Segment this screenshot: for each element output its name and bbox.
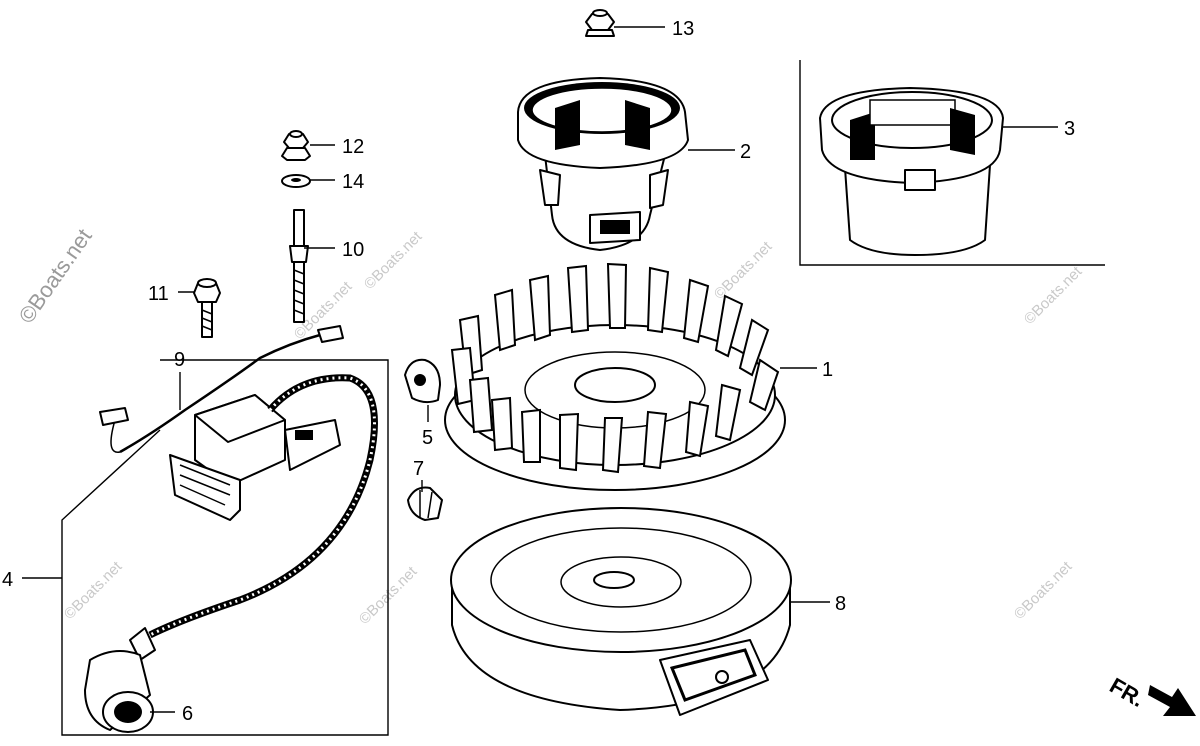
direction-label: FR.: [1106, 673, 1149, 712]
watermark-d: ©Boats.net: [1021, 263, 1086, 328]
part-2-starter-cup: [517, 77, 689, 251]
flywheel-fins: [450, 262, 780, 474]
watermark-b: ©Boats.net: [361, 228, 426, 293]
part-13-nut: [585, 9, 615, 37]
callout-9: 9: [174, 349, 185, 371]
part-14-washer: [281, 174, 311, 188]
callout-3: 3: [1064, 118, 1075, 140]
callout-14: 14: [342, 171, 364, 193]
callout-6: 6: [182, 703, 193, 725]
callout-8: 8: [835, 593, 846, 615]
callout-5: 5: [422, 427, 433, 449]
front-direction-indicator: FR.: [1106, 673, 1196, 716]
part-7-clip: [407, 486, 443, 521]
part-1-flywheel: [444, 262, 786, 491]
callout-10: 10: [342, 239, 364, 261]
callouts: 13 2 3 12 14 10 11 9 1 5 7 4 8 6: [2, 18, 1075, 725]
watermark-left: ©Boats.net: [14, 224, 97, 328]
part-3-inset: [799, 60, 1105, 266]
callout-13: 13: [672, 18, 694, 40]
callout-12: 12: [342, 136, 364, 158]
watermark-e: ©Boats.net: [61, 558, 126, 623]
leader-lines: [22, 26, 1058, 713]
part-4-ignition-coil: [148, 374, 378, 639]
part-5-key: [404, 358, 441, 404]
part-12-nut: [281, 130, 311, 161]
part-10-stud: [289, 209, 309, 323]
callout-7: 7: [413, 458, 424, 480]
callout-2: 2: [740, 141, 751, 163]
part-4-inset: [61, 359, 389, 736]
callout-11: 11: [148, 283, 169, 305]
watermark-h: ©Boats.net: [1011, 558, 1076, 623]
watermark-c: ©Boats.net: [711, 238, 776, 303]
part-9-wire: [99, 325, 344, 454]
arrow-icon: [1148, 685, 1196, 716]
part-8-starter-pulley: [450, 507, 792, 716]
part-6-plug-cap: [84, 627, 156, 733]
callout-1: 1: [822, 359, 833, 381]
callout-4: 4: [2, 569, 13, 591]
part-11-bolt: [193, 278, 221, 338]
